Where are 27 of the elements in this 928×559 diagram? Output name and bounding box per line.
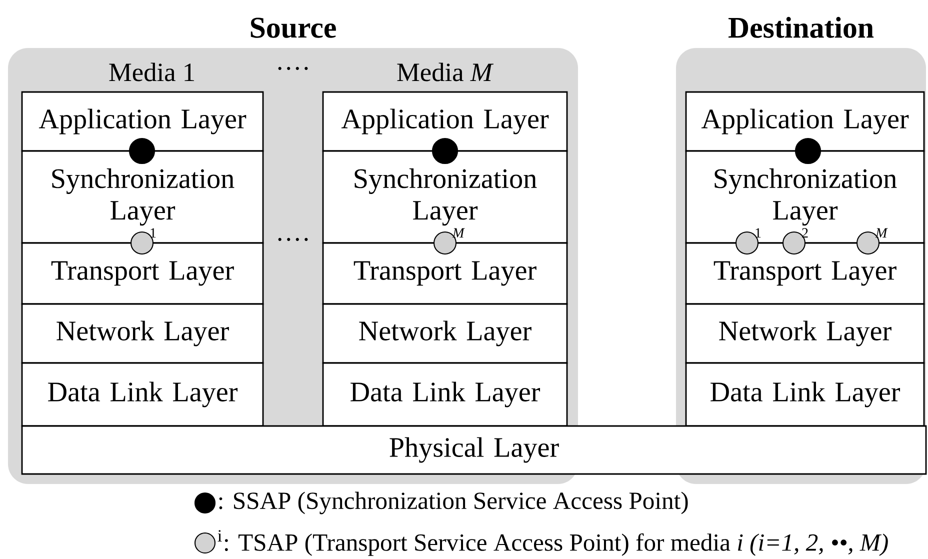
layer-box: Transport Layer [322,242,568,305]
layer-box: Application Layer [21,91,264,152]
layer-box: Data Link Layer [685,362,925,427]
legend-text: : SSAP (Synchronization Service Access Point) [219,492,688,514]
layer-box: Transport Layer [21,242,264,305]
node-label: Source [250,18,336,38]
layer-box: Transport Layer [685,242,925,305]
layer-box: Network Layer [21,303,264,364]
layer-box: Network Layer [322,303,568,364]
ssap-dot [794,138,822,164]
superscript-label: 1 [150,228,156,238]
media-label: ···· [278,238,308,241]
layer-box: Data Link Layer [21,362,264,427]
ssap-dot [432,138,458,164]
ssap-dot [128,138,156,164]
layer-box: Network Layer [685,303,925,364]
legend-text: $^{i}$: TSAP (Transport Service Access Point) for media i (i=1, 2, ••, M) [218,530,888,556]
media-label: Media 1 [109,62,194,82]
layer-box: Data Link Layer [322,362,568,427]
superscript-label: 1 [756,228,761,238]
media-label: ···· [278,66,308,70]
superscript-label: M [875,228,888,238]
layer-box: Application Layer [685,91,925,152]
media-label: Media M [397,62,494,82]
node-label: Destination [728,16,874,38]
superscript-label: M [452,228,465,238]
layer-box: Application Layer [322,91,568,152]
